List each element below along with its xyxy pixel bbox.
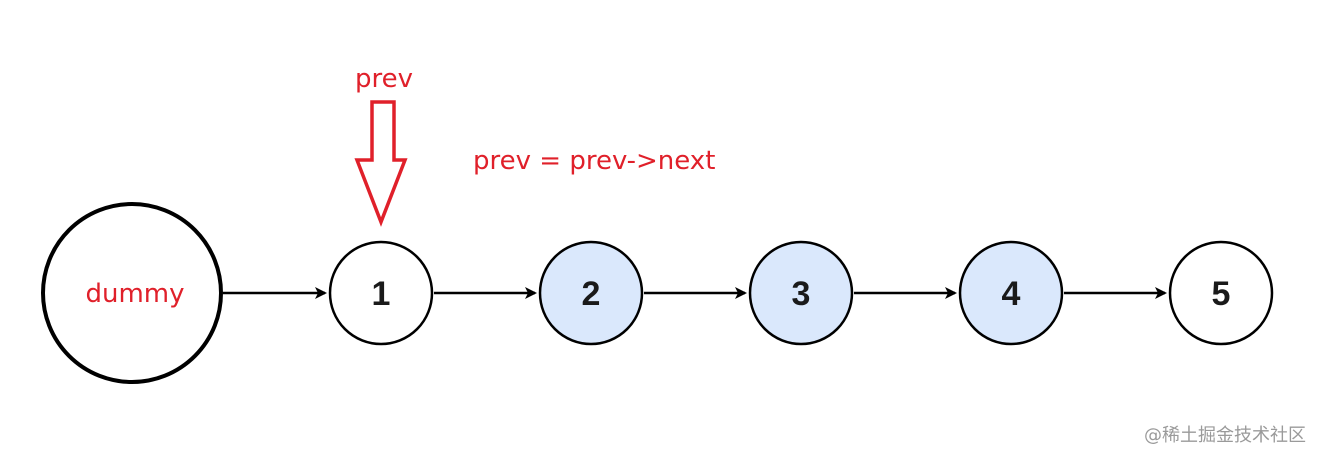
operation-label: prev = prev->next — [473, 146, 715, 176]
dummy-node — [41, 202, 223, 384]
watermark: @稀土掘金技术社区 — [1144, 425, 1306, 446]
list-node-5 — [1168, 240, 1274, 346]
list-node-2 — [538, 240, 644, 346]
list-node-label-3: 3 — [792, 275, 811, 313]
list-node-label-4: 4 — [1002, 275, 1021, 313]
dummy-label: dummy — [85, 279, 184, 309]
list-node-label-5: 5 — [1212, 275, 1231, 313]
prev-pointer-label: prev — [355, 64, 413, 94]
list-node-4 — [958, 240, 1064, 346]
list-node-label-1: 1 — [372, 275, 391, 313]
prev-pointer-arrow — [354, 100, 408, 227]
list-node-label-2: 2 — [582, 275, 601, 313]
list-nodes: 1 2 3 4 5 — [328, 240, 1274, 346]
list-node-3 — [748, 240, 854, 346]
list-node-1 — [328, 240, 434, 346]
